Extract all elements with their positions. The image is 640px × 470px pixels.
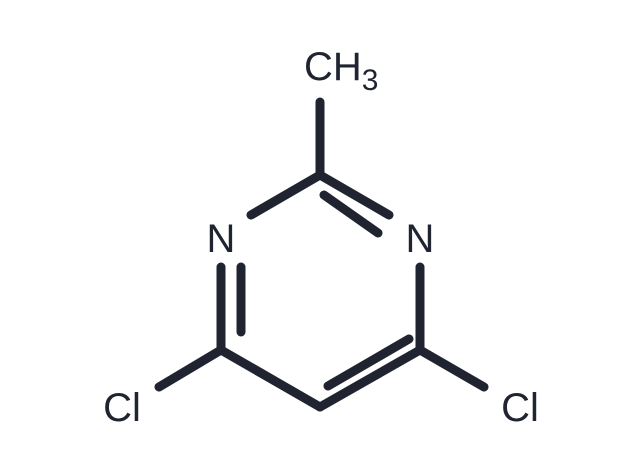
methyl-label: CH3 [304, 45, 378, 97]
methyl-ch: CH [304, 45, 362, 89]
bond-c6-c5 [216, 345, 325, 412]
chlorine-right-label: Cl [501, 386, 539, 430]
bonds [154, 97, 489, 412]
bond-c2-n3 [315, 170, 394, 220]
bond-c6-cl [154, 345, 226, 392]
bond-c4-cl [415, 345, 489, 392]
bond-c2-n3-inner [319, 190, 383, 238]
bond-c5-c4 [315, 345, 425, 412]
methyl-subscript: 3 [362, 64, 379, 97]
nitrogen-left-label: N [207, 217, 236, 261]
bond-c5-c4-inner [323, 334, 414, 391]
atom-labels: CH3 N N Cl Cl [103, 45, 539, 430]
nitrogen-right-label: N [406, 217, 435, 261]
bond-c2-n1 [246, 170, 325, 220]
chlorine-left-label: Cl [103, 386, 141, 430]
